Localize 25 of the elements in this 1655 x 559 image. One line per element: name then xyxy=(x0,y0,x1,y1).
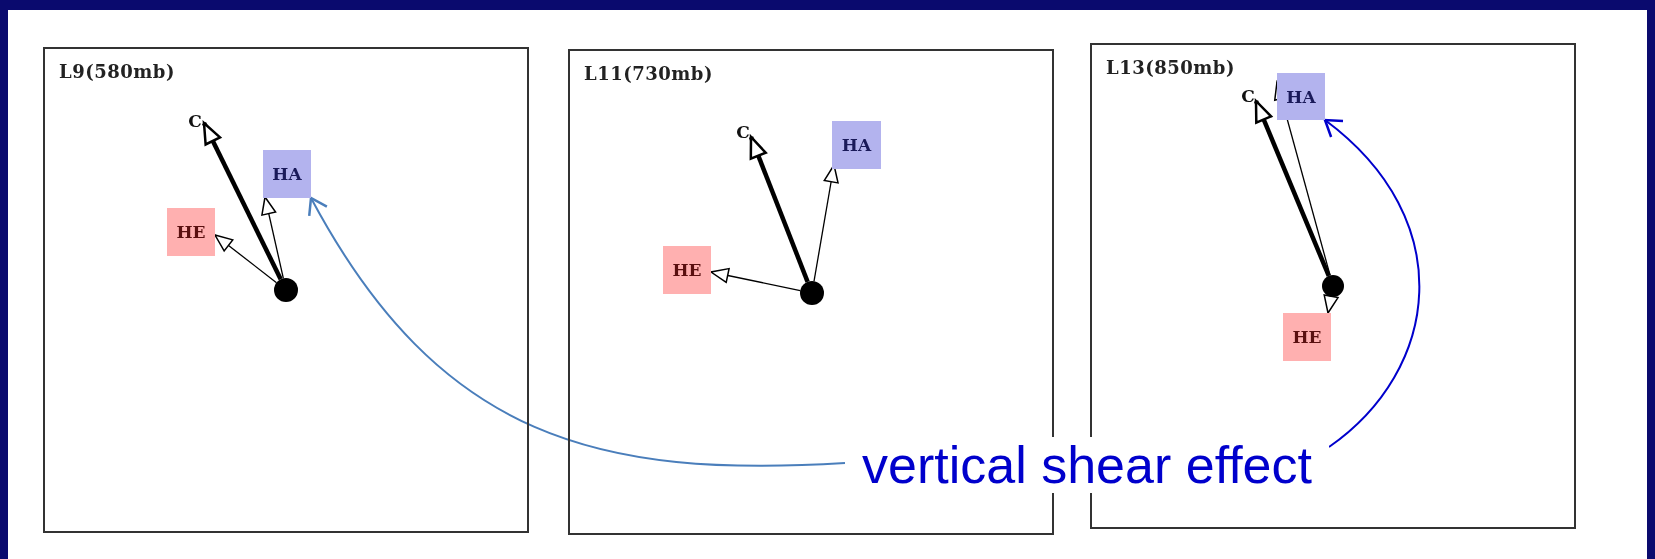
vector-arrow xyxy=(1253,99,1331,277)
vector-arrow xyxy=(748,135,810,283)
vector-arrow xyxy=(214,234,278,284)
level-label: L9(580mb) xyxy=(59,61,175,82)
annotation-arrow xyxy=(308,196,846,467)
origin-dot xyxy=(800,281,824,305)
vector-arrow xyxy=(201,121,283,281)
vector-label: C xyxy=(186,108,204,134)
vector-label: HE xyxy=(167,208,215,256)
level-label: L11(730mb) xyxy=(584,63,713,84)
vector-label: C xyxy=(1240,84,1256,108)
vector-label: HA xyxy=(1277,73,1325,120)
vector-label: HE xyxy=(663,246,711,294)
vector-arrow xyxy=(710,267,801,292)
plot-panel xyxy=(43,47,529,533)
vector-label: HA xyxy=(263,150,311,198)
origin-dot xyxy=(1322,275,1344,297)
annotation-arrow xyxy=(1323,118,1421,448)
vector-label: C xyxy=(735,120,751,144)
vector-label: HA xyxy=(832,121,881,169)
origin-dot xyxy=(274,278,298,302)
vector-arrow xyxy=(261,196,284,279)
level-label: L13(850mb) xyxy=(1106,57,1235,78)
vector-arrow xyxy=(1323,294,1339,314)
vector-label: HE xyxy=(1283,313,1331,361)
